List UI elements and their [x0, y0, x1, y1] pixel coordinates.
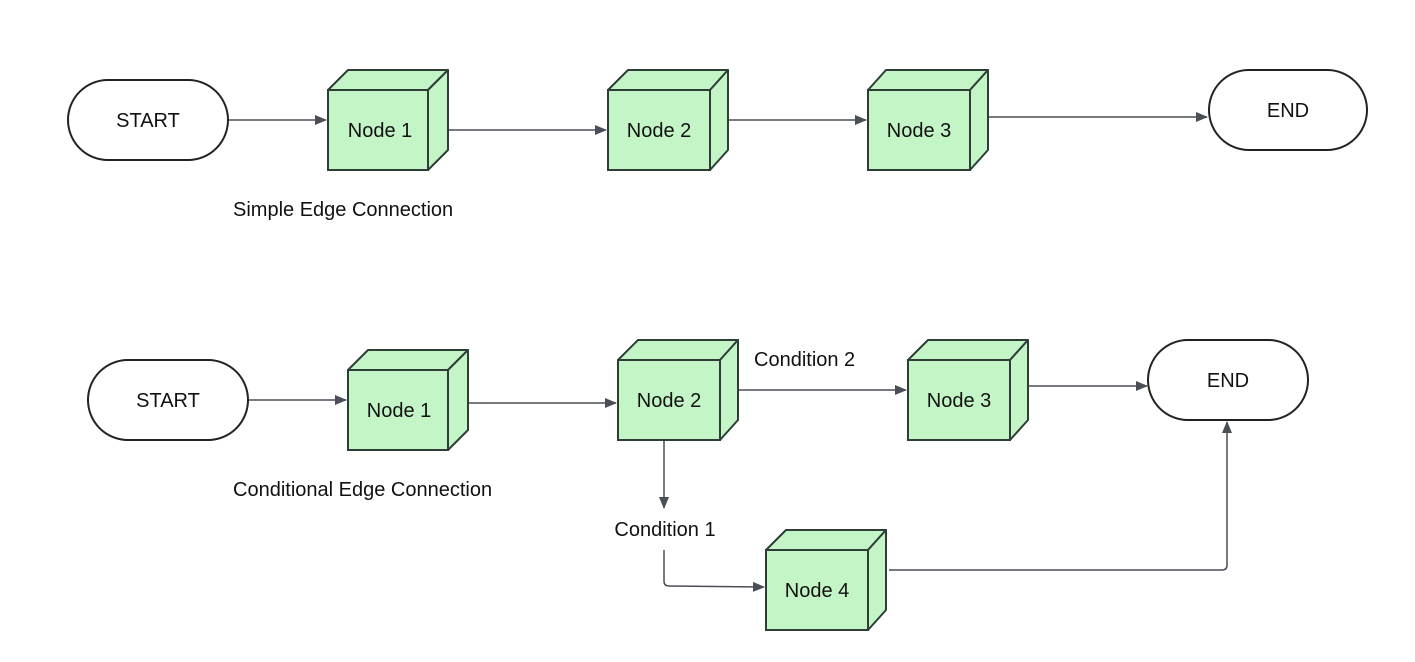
- node-3-label: Node 3: [927, 390, 992, 412]
- node-1: Node 1: [347, 349, 469, 451]
- node-2: Node 2: [607, 69, 729, 171]
- node-1-label: Node 1: [367, 400, 432, 422]
- node-4-label: Node 4: [785, 580, 850, 602]
- node-2-label: Node 2: [627, 120, 692, 142]
- node-1-label: Node 1: [348, 120, 413, 142]
- end-label: END: [1207, 370, 1249, 392]
- condition-2-label: Condition 2: [754, 349, 855, 371]
- conditional-edge-diagram: START Node 1 Node 2 Node 3 N: [87, 339, 1309, 631]
- end-label: END: [1267, 100, 1309, 122]
- node-3-label: Node 3: [887, 120, 952, 142]
- edge-node4-to-end: [889, 421, 1232, 571]
- condition-1-label: Condition 1: [614, 519, 715, 541]
- start-terminal: START: [87, 359, 249, 441]
- conditional-caption: Conditional Edge Connection: [233, 479, 492, 501]
- end-terminal: END: [1208, 69, 1368, 151]
- node-3: Node 3: [867, 69, 989, 171]
- node-2-label: Node 2: [637, 390, 702, 412]
- simple-edge-diagram: START Node 1 Node 2 Node 3 END S: [67, 69, 1368, 221]
- node-2: Node 2: [617, 339, 739, 441]
- simple-caption: Simple Edge Connection: [233, 199, 453, 221]
- edge-condition1-to-node4: [663, 550, 765, 592]
- end-terminal: END: [1147, 339, 1309, 421]
- node-4: Node 4: [765, 529, 887, 631]
- node-1: Node 1: [327, 69, 449, 171]
- start-label: START: [136, 390, 200, 412]
- node-3: Node 3: [907, 339, 1029, 441]
- start-label: START: [116, 110, 180, 132]
- start-terminal: START: [67, 79, 229, 161]
